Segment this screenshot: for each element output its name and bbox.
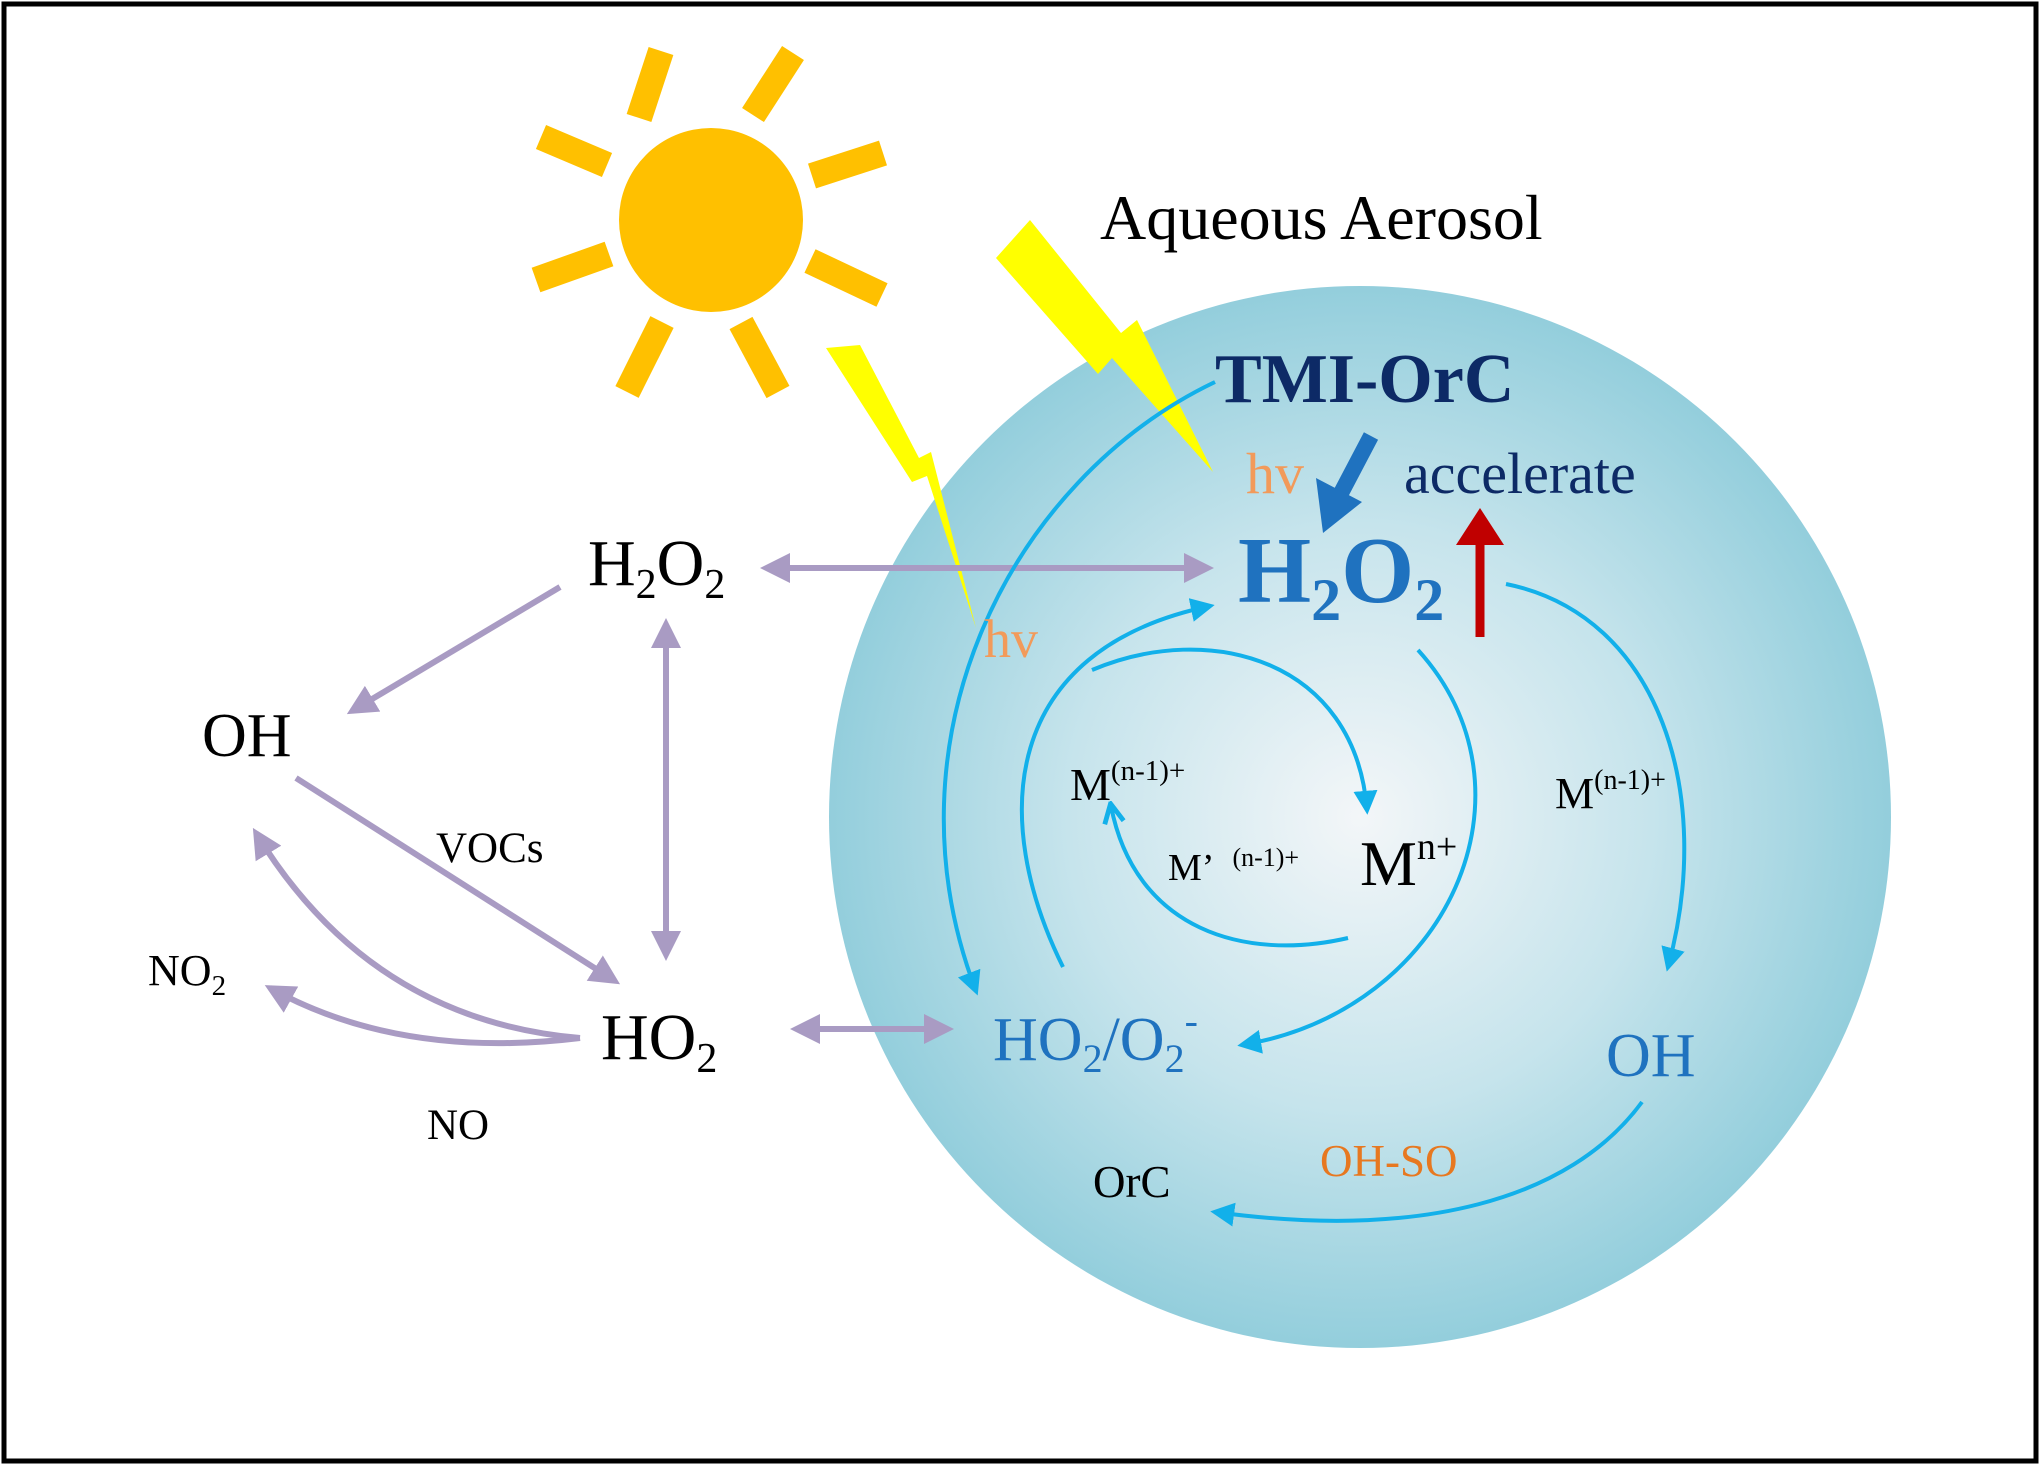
hv-label-upper: hv — [1246, 441, 1304, 506]
m-n-label: Mn+ — [1360, 826, 1457, 899]
h2o2-to-ho2-arrow — [1237, 648, 1478, 1054]
no-label: NO — [427, 1102, 489, 1149]
gas-ho2-label: HO2 — [601, 1001, 717, 1082]
to-mn1-left-arrow — [1111, 806, 1349, 948]
diagram-title: Aqueous Aerosol — [1100, 182, 1543, 253]
aerosol-sphere — [829, 286, 1891, 1348]
oh-so-label: OH-SO — [1320, 1136, 1458, 1186]
m-n1-right-label: M(n-1)+ — [1555, 765, 1666, 818]
to-mn-arrow — [1091, 647, 1378, 815]
tmi-catalysis-arrow-icon — [1316, 432, 1379, 533]
sun-icon — [531, 45, 888, 399]
ho2-to-h2o2-arrow — [1020, 598, 1215, 968]
gas-phase-arrows — [252, 553, 1214, 1047]
lightning-bolt-icon-right — [996, 220, 1213, 472]
hv-label-lower: hv — [984, 609, 1038, 669]
oh-to-orc-arrow — [1210, 1100, 1644, 1227]
no2-label: NO2 — [148, 946, 226, 1002]
aqueous-arrows — [941, 380, 1687, 1227]
oh-to-ho2-arrow — [294, 775, 621, 985]
tmi-orc-label: TMI-OrC — [1215, 341, 1514, 418]
increase-arrow-icon — [1456, 508, 1504, 637]
accelerate-label: accelerate — [1404, 441, 1636, 506]
h2o2-to-oh-arrow-aq — [1505, 582, 1687, 972]
orc-label: OrC — [1093, 1157, 1171, 1207]
m-n1-left-label: M(n-1)+ — [1070, 755, 1185, 810]
vocs-label: VOCs — [436, 825, 544, 872]
ho2-to-no2-arrow — [264, 985, 581, 1047]
gas-h2o2-label: H2O2 — [588, 527, 725, 608]
aqueous-oh-label: OH — [1606, 1022, 1696, 1090]
aqueous-h2o2-label: H2O2 — [1238, 519, 1444, 633]
ho2-to-oh-arrow — [252, 827, 581, 1041]
m-prime-label: M’(n-1)+ — [1168, 843, 1299, 889]
h2o2-to-oh-arrow — [346, 584, 562, 715]
tmi-to-ho2-arrow — [941, 380, 1216, 996]
gas-oh-label: OH — [202, 702, 292, 770]
ho2-o2-label: HO2/O2- — [993, 998, 1198, 1081]
